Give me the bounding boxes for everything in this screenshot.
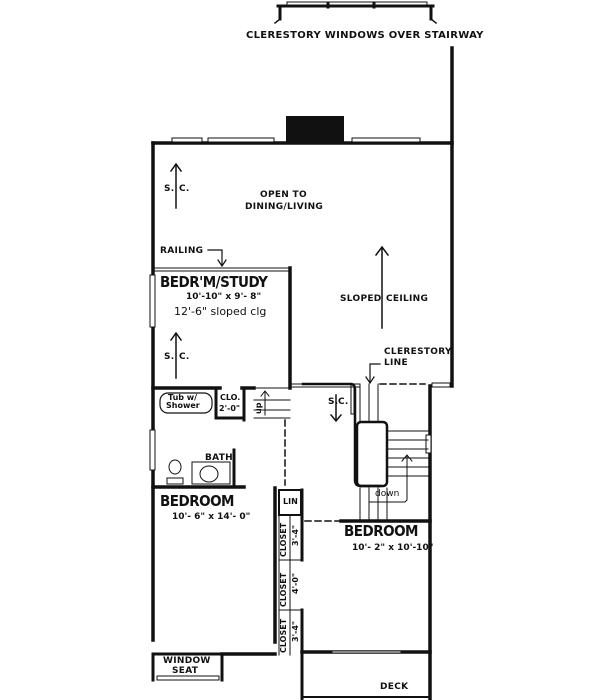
open-to-label-2: DINING/LIVING: [245, 202, 324, 212]
closet-2-name: CLOSET: [279, 572, 288, 607]
railing-label: RAILING: [160, 246, 204, 256]
window-seat-label-2: SEAT: [172, 666, 199, 676]
clerestory-windows: [273, 1, 438, 25]
stair-down-label: down: [375, 489, 400, 499]
study-note: 12'-6" sloped clg: [174, 305, 267, 318]
sc-marker-right: C.: [179, 184, 190, 194]
closet-1-name: CLOSET: [279, 522, 288, 557]
clo-name: CLO.: [220, 393, 241, 402]
stair-up-label: up: [254, 402, 263, 414]
tub-label-1: Tub w/: [168, 393, 198, 402]
open-to-label-1: OPEN TO: [260, 190, 307, 200]
bedroom-left-size: 10'- 6" x 14'- 0": [172, 512, 251, 522]
sc-marker-stair-right: C.: [338, 397, 349, 407]
clo-size: 2'-0": [219, 404, 241, 413]
closet-2-size: 4'-0": [291, 572, 300, 594]
closet-1-size: 3'-4": [291, 524, 300, 546]
sloped-label-right: CEILING: [386, 294, 429, 304]
clerestory-line-2: LINE: [384, 358, 408, 368]
sc-marker-study-right: C.: [179, 352, 190, 362]
tub-label-2: Shower: [166, 401, 200, 410]
bedroom-right-name: BEDROOM: [344, 522, 418, 540]
sc-marker-left: S.: [164, 184, 175, 194]
clerestory-line-1: CLERESTORY: [384, 347, 452, 357]
bedroom-right-size: 10'- 2" x 10'-10": [352, 543, 434, 553]
bedroom-left-name: BEDROOM: [160, 492, 234, 510]
lin-label: LIN: [283, 497, 298, 506]
study-size: 10'-10" x 9'- 8": [186, 292, 262, 302]
closet-3-size: 3'-4": [291, 620, 300, 642]
sloped-label-left: SLOPED: [340, 294, 382, 304]
clerestory-windows-label: CLERESTORY WINDOWS OVER STAIRWAY: [246, 30, 484, 41]
chimney: [286, 116, 344, 143]
deck-label: DECK: [380, 682, 409, 692]
window-seat-label-1: WINDOW: [163, 656, 211, 666]
sc-marker-stair-left: S.: [328, 397, 339, 407]
study-name: BEDR'M/STUDY: [160, 273, 268, 291]
tub-shape: [159, 392, 213, 414]
sc-marker-study-left: S.: [164, 352, 175, 362]
bath-label: BATH: [205, 453, 233, 463]
closet-3-name: CLOSET: [279, 618, 288, 653]
